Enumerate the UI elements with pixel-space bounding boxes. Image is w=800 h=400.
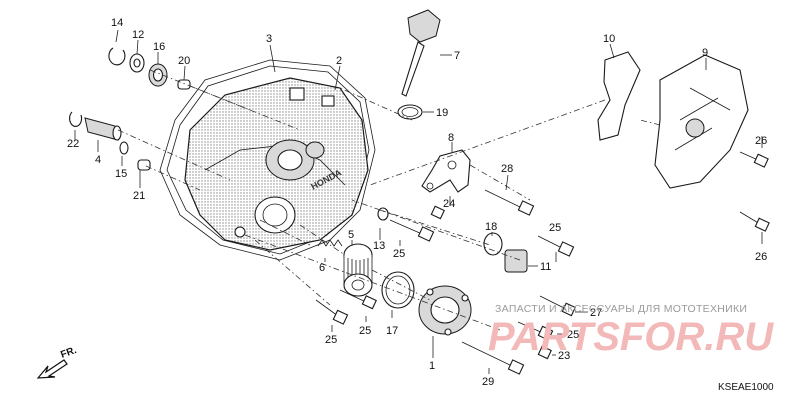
washer-15 [119, 141, 129, 155]
callout-23: 23 [558, 350, 570, 362]
dowel-20 [177, 79, 191, 90]
bolt-28 [484, 189, 535, 216]
callout-21: 21 [133, 190, 145, 202]
callout-14: 14 [111, 17, 123, 29]
callout-12: 12 [132, 29, 144, 41]
fr-label: FR. [59, 345, 78, 361]
callout-3: 3 [266, 33, 272, 45]
front-arrow-icon: FR. [36, 345, 78, 379]
washer-13 [377, 207, 389, 221]
callout-17: 17 [386, 325, 398, 337]
callout-8: 8 [448, 132, 454, 144]
callout-24: 24 [443, 198, 455, 210]
bolt-23 [537, 345, 552, 360]
callout-25-c: 25 [325, 334, 337, 346]
callout-4: 4 [95, 154, 101, 166]
callout-25-a: 25 [393, 248, 405, 260]
callout-7: 7 [454, 50, 460, 62]
bolt-25e [517, 321, 554, 341]
callout-28: 28 [501, 163, 513, 175]
callout-19: 19 [436, 107, 448, 119]
callout-13: 13 [373, 240, 385, 252]
bolt-25a [389, 219, 435, 242]
callout-2: 2 [336, 55, 342, 67]
bolt-26a [739, 151, 769, 168]
bolt-29 [461, 341, 525, 375]
callout-1: 1 [429, 360, 435, 372]
dowel-21 [137, 159, 151, 171]
callout-9: 9 [702, 47, 708, 59]
gasket-outline [159, 59, 376, 261]
callout-11: 11 [540, 261, 551, 273]
callout-16: 16 [153, 41, 165, 53]
callout-18: 18 [485, 221, 497, 233]
callout-20: 20 [178, 55, 190, 67]
watermark-text: ЗАПАСТИ И АКСЕССУАРЫ ДЛЯ МОТОТЕХНИКИ [495, 303, 747, 315]
filter-cover-1 [418, 285, 472, 336]
bolt-24 [430, 205, 445, 220]
diagram-code: KSEAE1000 [718, 382, 774, 393]
callout-25-d: 25 [549, 222, 561, 234]
callout-15: 15 [115, 168, 127, 180]
spring-6 [317, 239, 343, 247]
callout-25-b: 25 [359, 325, 371, 337]
filter-bore [254, 196, 296, 234]
circlip-22 [69, 111, 83, 127]
watermark-logo: PARTSFOR.RU [488, 315, 774, 359]
callout-26-bottom: 26 [755, 251, 767, 263]
bolt-25d [315, 299, 349, 325]
callout-5: 5 [348, 229, 354, 241]
bracket-8 [421, 149, 471, 193]
circlip-14 [108, 47, 126, 66]
bolt-25c [339, 289, 377, 310]
callout-22: 22 [67, 138, 79, 150]
callout-25-e: 25 [567, 329, 579, 341]
gasket-10 [597, 51, 641, 141]
oil-filter-5 [343, 243, 373, 297]
o-ring-17 [381, 271, 415, 309]
o-ring-18 [483, 232, 503, 256]
callout-27: 27 [590, 307, 602, 319]
bolt-25b [537, 235, 575, 257]
plug-11 [504, 249, 528, 273]
callout-6: 6 [319, 262, 325, 274]
bolt-27 [539, 295, 576, 317]
callout-26-top: 26 [755, 135, 767, 147]
bolt-26b [739, 211, 770, 232]
callout-10: 10 [603, 33, 615, 45]
dipstick-7 [407, 9, 441, 43]
callout-29: 29 [482, 376, 494, 388]
